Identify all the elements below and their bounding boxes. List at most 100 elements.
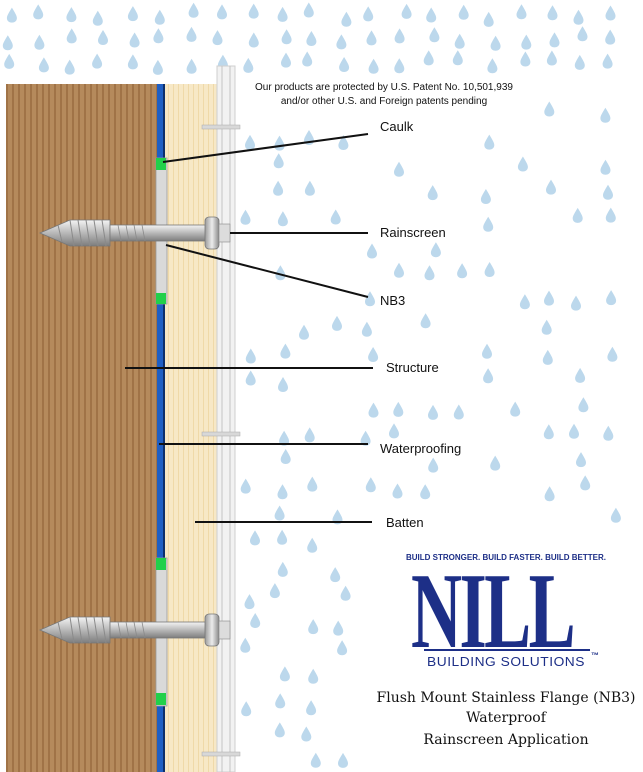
- rain-drop: [452, 50, 463, 66]
- rain-drop: [519, 294, 530, 310]
- rain-drop: [306, 31, 317, 46]
- rain-drop: [336, 34, 347, 50]
- rain-drop: [186, 26, 197, 42]
- rain-drop: [576, 452, 586, 468]
- label-structure: Structure: [386, 360, 439, 375]
- rain-drop: [241, 701, 252, 717]
- rain-drop: [541, 319, 552, 335]
- rain-drop: [573, 9, 584, 25]
- rain-drop: [217, 4, 227, 20]
- rain-drop: [92, 53, 103, 69]
- logo-tagline: BUILD STRONGER. BUILD FASTER. BUILD BETT…: [406, 553, 606, 562]
- rain-drop: [279, 666, 290, 682]
- rain-drop: [361, 321, 372, 337]
- rain-drop: [544, 101, 555, 117]
- rain-drop: [212, 30, 223, 46]
- rain-drop: [510, 401, 521, 417]
- label-caulk: Caulk: [380, 119, 414, 134]
- rain-drop: [66, 7, 77, 23]
- rain-drop: [33, 4, 44, 20]
- rain-drop: [243, 57, 254, 73]
- footer-line-1: Flush Mount Stainless Flange (NB3): [377, 690, 636, 706]
- rain-drop: [423, 50, 434, 66]
- label-waterproofing: Waterproofing: [380, 441, 461, 456]
- rain-drop: [603, 184, 613, 200]
- rain-drop: [574, 54, 585, 70]
- rain-drop: [389, 423, 399, 439]
- screw-upper: [38, 216, 231, 250]
- rain-drop: [34, 34, 45, 50]
- rain-drop: [546, 179, 556, 195]
- rain-drop: [549, 32, 560, 48]
- rain-drop: [483, 368, 494, 384]
- rain-drop: [600, 159, 611, 175]
- rain-drop: [127, 54, 138, 70]
- rain-drop: [244, 594, 255, 610]
- rain-drop: [600, 107, 611, 123]
- rain-drop: [517, 156, 528, 172]
- waterproofing-membrane: [157, 84, 163, 772]
- rain-drop: [304, 427, 315, 443]
- rain-drop: [571, 295, 581, 311]
- rain-drop: [427, 185, 438, 201]
- rain-drop: [301, 726, 312, 742]
- rain-drop: [458, 4, 469, 20]
- rain-drop: [304, 180, 315, 196]
- rain-drop: [480, 189, 491, 204]
- rain-drop: [368, 58, 379, 74]
- patent-line-2: and/or other U.S. and Foreign patents pe…: [281, 96, 487, 107]
- rain-drop: [98, 30, 108, 45]
- rain-drop: [428, 457, 439, 473]
- rain-drop: [274, 135, 285, 151]
- panel-clip: [201, 124, 241, 757]
- rain-drop: [368, 402, 379, 418]
- rain-drop: [607, 346, 618, 362]
- rain-drop: [546, 50, 557, 66]
- rain-drop: [483, 216, 494, 232]
- rain-drop: [275, 693, 286, 709]
- rain-drop: [240, 478, 251, 494]
- rain-drop: [420, 484, 431, 500]
- rain-drop: [457, 263, 468, 279]
- rain-drop: [332, 315, 342, 331]
- rain-drop: [483, 11, 494, 27]
- rain-drop: [4, 53, 15, 69]
- logo-subtitle: BUILDING SOLUTIONS: [427, 654, 585, 669]
- logo-trademark: ™: [591, 651, 599, 660]
- rain-drop: [420, 313, 431, 329]
- rain-drop: [605, 29, 616, 45]
- rain-drop: [426, 7, 437, 23]
- rain-drop: [487, 58, 498, 74]
- caulk-bead: [156, 158, 166, 170]
- rain-drop: [277, 484, 288, 500]
- rain-drop: [547, 5, 558, 21]
- logo-word: NILL: [411, 552, 573, 671]
- rain-drop: [299, 324, 309, 340]
- rain-drop: [394, 262, 404, 278]
- nill-logo: BUILD STRONGER. BUILD FASTER. BUILD BETT…: [406, 552, 606, 671]
- rain-drop: [365, 291, 375, 307]
- rain-drop: [66, 28, 77, 44]
- rain-drop: [248, 32, 259, 48]
- rain-drop: [394, 58, 405, 74]
- rain-drop: [281, 52, 291, 68]
- footer-line-3: Rainscreen Application: [423, 732, 588, 748]
- batten: [165, 84, 217, 772]
- rain-drop: [307, 476, 318, 492]
- structure-wood: [6, 84, 157, 772]
- rain-drop: [273, 180, 284, 196]
- rain-drop: [310, 752, 321, 768]
- rain-drop: [306, 700, 317, 716]
- rain-drop: [454, 33, 465, 49]
- rain-drop: [368, 347, 379, 362]
- rain-drop: [544, 486, 555, 502]
- rain-drop: [307, 537, 318, 553]
- rain-drop: [580, 475, 591, 491]
- rain-drop: [401, 3, 412, 19]
- rain-drop: [281, 29, 292, 45]
- rain-drop: [520, 51, 531, 67]
- leader-lines: [125, 133, 373, 523]
- rain-drop: [240, 209, 251, 225]
